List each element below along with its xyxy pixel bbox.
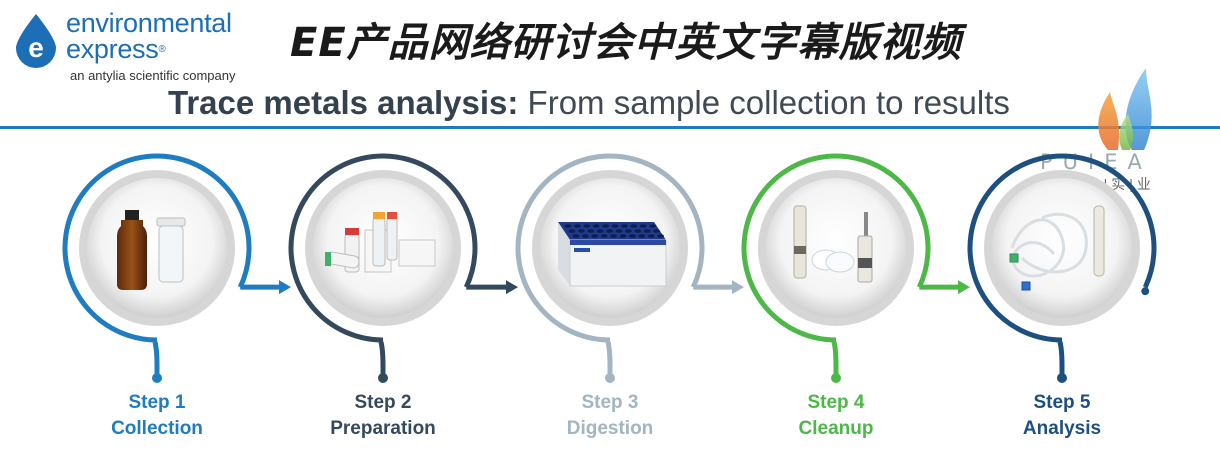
step-1-disc xyxy=(87,178,227,318)
digester-well xyxy=(625,229,632,233)
step-4-label: Step 4 Cleanup xyxy=(766,390,906,442)
step-3-arc xyxy=(515,153,705,343)
step-5-tail xyxy=(1057,341,1065,376)
hot-block-digester-icon xyxy=(558,222,667,287)
digester-well xyxy=(591,234,599,238)
step-4-arrowhead xyxy=(958,280,970,295)
digester-well xyxy=(592,224,600,228)
step-2-label: Step 2 Preparation xyxy=(313,390,453,442)
sample-tubes-icon xyxy=(325,212,436,273)
step-name: Preparation xyxy=(330,418,436,439)
logo-text-environmental: environmental xyxy=(66,8,232,38)
step-4-disc xyxy=(766,178,906,318)
step-5-dot xyxy=(1057,373,1067,383)
step-1-tail xyxy=(152,341,160,376)
step-5-label: Step 5 Analysis xyxy=(992,390,1132,442)
step-name: Digestion xyxy=(566,418,654,439)
digester-well xyxy=(621,224,628,228)
digester-well xyxy=(634,229,642,233)
logo-drop-icon: e xyxy=(16,14,56,68)
header-divider xyxy=(0,126,1220,129)
step-2-arrowhead xyxy=(506,280,518,295)
digester-well xyxy=(630,224,638,228)
digester-well xyxy=(611,224,619,228)
digester-well xyxy=(600,234,608,238)
step-2-tail xyxy=(378,341,386,376)
company-logo: e environmental express® an antylia scie… xyxy=(8,6,288,86)
filter-syringe-icon xyxy=(793,205,873,283)
digester-well xyxy=(578,229,585,233)
digester-well xyxy=(587,229,595,233)
sample-bottles-icon xyxy=(117,210,186,290)
step-1-arc xyxy=(62,153,252,343)
digester-well xyxy=(615,229,623,233)
digester-well xyxy=(564,224,572,228)
step-name: Collection xyxy=(111,418,203,439)
digester-well xyxy=(606,229,613,233)
digester-well xyxy=(610,234,617,238)
step-number: Step 2 xyxy=(354,392,412,413)
step-name: Cleanup xyxy=(798,418,874,439)
digester-well xyxy=(629,234,636,238)
digester-well xyxy=(649,224,656,228)
digester-well xyxy=(574,224,581,228)
digester-well xyxy=(583,224,591,228)
step-3-arrowhead xyxy=(732,280,744,295)
step-4-tail xyxy=(831,341,839,376)
step-1-arrowhead xyxy=(279,280,291,295)
digester-well xyxy=(653,229,660,233)
step-number: Step 1 xyxy=(128,392,186,413)
page-title: Trace metals analysis: From sample colle… xyxy=(168,84,1010,121)
digester-well xyxy=(568,229,576,233)
logo-subtitle: an antylia scientific company xyxy=(70,68,236,83)
digester-well xyxy=(572,234,580,238)
step-name: Analysis xyxy=(1022,418,1102,439)
step-3-tail xyxy=(605,341,613,376)
step-2-dot xyxy=(378,373,388,383)
flame-icon xyxy=(1098,68,1152,150)
digester-well xyxy=(638,234,646,238)
autosampler-tubing-icon xyxy=(1009,205,1105,291)
chinese-title: EE产品网络研讨会中英文字幕版视频 xyxy=(290,20,962,66)
process-diagram xyxy=(62,153,1157,383)
digester-well xyxy=(582,234,589,238)
step-5-arc xyxy=(967,153,1157,343)
step-number: Step 5 xyxy=(1033,392,1091,413)
step-1-label: Step 1 Collection xyxy=(87,390,227,442)
logo-text-express: express® xyxy=(66,34,166,64)
digester-well xyxy=(639,224,647,228)
step-3-dot xyxy=(605,373,615,383)
step-2-arc xyxy=(288,153,478,343)
step-number: Step 4 xyxy=(807,392,865,413)
step-4-arc xyxy=(741,153,931,343)
step-5-end-dot xyxy=(1141,287,1150,296)
svg-text:e: e xyxy=(28,32,44,63)
step-number: Step 3 xyxy=(581,392,639,413)
step-3-label: Step 3 Digestion xyxy=(540,390,680,442)
digester-well xyxy=(647,234,655,238)
digester-well xyxy=(602,224,609,228)
step-1-dot xyxy=(152,373,162,383)
step-4-dot xyxy=(831,373,841,383)
digester-well xyxy=(619,234,627,238)
digester-well xyxy=(643,229,651,233)
digester-well xyxy=(657,234,664,238)
digester-well xyxy=(596,229,604,233)
